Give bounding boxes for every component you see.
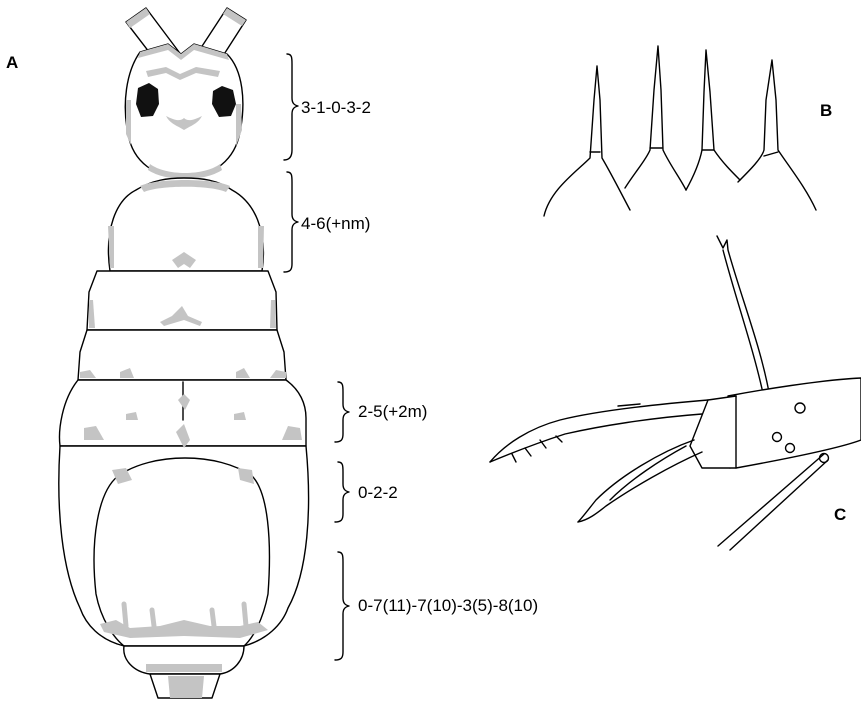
formula-abdomen-1: 2-5(+2m) bbox=[358, 402, 427, 421]
thorax-1 bbox=[108, 178, 264, 271]
bracket-head bbox=[284, 54, 298, 160]
setae-drawing bbox=[544, 46, 816, 216]
panel-label-b: B bbox=[820, 101, 832, 120]
formula-thorax-1: 4-6(+nm) bbox=[301, 214, 370, 233]
bracket-abdomen-3 bbox=[335, 552, 349, 660]
sensillum-3 bbox=[786, 444, 795, 453]
seta-2 bbox=[625, 46, 686, 190]
formula-head: 3-1-0-3-2 bbox=[301, 98, 371, 117]
habitus-drawing bbox=[59, 8, 309, 698]
abdomen-segment-5 bbox=[124, 646, 244, 674]
bracket-abdomen-1 bbox=[335, 382, 349, 442]
tenent-hair bbox=[717, 236, 770, 398]
head bbox=[125, 44, 243, 179]
thorax-2 bbox=[87, 271, 277, 330]
bracket-thorax-1 bbox=[284, 172, 298, 272]
sensillum-2 bbox=[773, 433, 782, 442]
tibiotarsus bbox=[728, 378, 861, 468]
thorax-3 bbox=[78, 330, 286, 380]
seta-4 bbox=[738, 60, 816, 210]
unguis-base bbox=[690, 396, 736, 468]
formula-abdomen-3: 0-7(11)-7(10)-3(5)-8(10) bbox=[358, 596, 538, 615]
unguiculus-outer bbox=[578, 440, 694, 522]
bracket-abdomen-2 bbox=[335, 462, 349, 522]
sensillum-1 bbox=[795, 403, 805, 413]
formula-abdomen-2: 0-2-2 bbox=[358, 483, 398, 502]
panel-label-c: C bbox=[834, 505, 846, 524]
panel-label-a: A bbox=[6, 53, 18, 72]
abdomen-segment-6 bbox=[150, 674, 220, 698]
claw-drawing bbox=[490, 236, 861, 550]
abdomen-segment-2 bbox=[59, 424, 309, 646]
seta-1 bbox=[544, 66, 630, 216]
seta-3 bbox=[686, 50, 740, 190]
